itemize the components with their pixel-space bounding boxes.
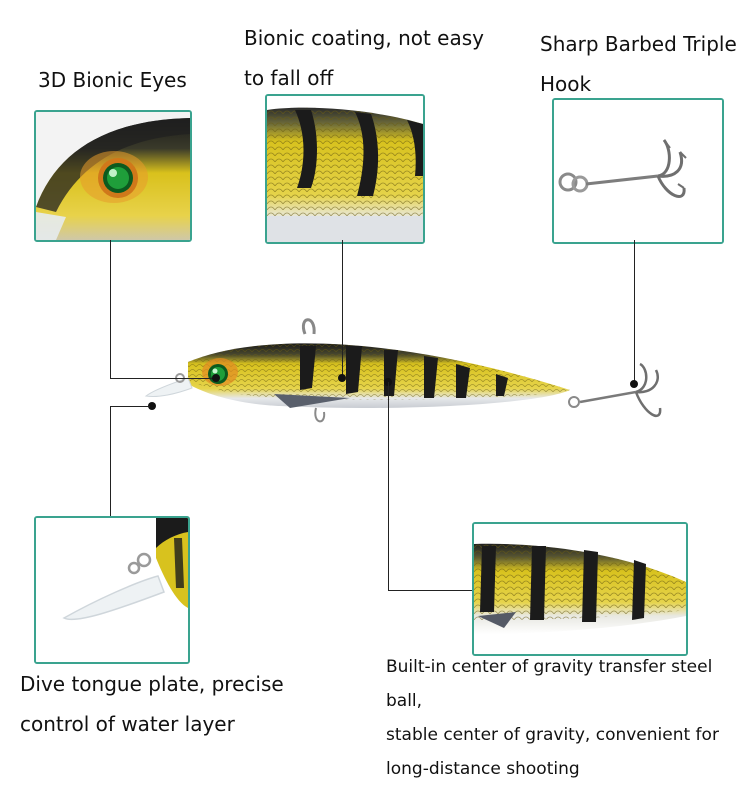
gravity-label-line3: long-distance shooting bbox=[386, 759, 580, 779]
tongue-connector-vertical bbox=[110, 406, 111, 516]
gravity-connector-vertical bbox=[388, 382, 389, 590]
gravity-label-line2: stable center of gravity, convenient for bbox=[386, 725, 719, 745]
coating-connector bbox=[342, 240, 343, 378]
eye-connector-vertical bbox=[110, 240, 111, 378]
coating-connector-dot bbox=[338, 374, 346, 382]
hook-detail-inset bbox=[552, 98, 724, 244]
hook-label-line1: Sharp Barbed Triple bbox=[540, 32, 737, 56]
coating-label-line1: Bionic coating, not easy bbox=[244, 26, 484, 50]
lure-eye-closeup-icon bbox=[36, 112, 190, 240]
eyes-label: 3D Bionic Eyes bbox=[38, 68, 187, 92]
tongue-connector-dot bbox=[148, 402, 156, 410]
tongue-connector-horizontal bbox=[110, 406, 150, 407]
eye-connector-horizontal bbox=[110, 378, 214, 379]
lure-belly-closeup-icon bbox=[474, 524, 686, 654]
lure-body-scales-closeup-icon bbox=[267, 96, 423, 242]
hook-label-line2: Hook bbox=[540, 72, 592, 96]
hook-connector bbox=[634, 240, 635, 384]
gravity-label: Built-in center of gravity transfer stee… bbox=[386, 650, 750, 786]
coating-label-line2: to fall off bbox=[244, 66, 334, 90]
eye-detail-inset bbox=[34, 110, 192, 242]
gravity-label-line1: Built-in center of gravity transfer stee… bbox=[386, 657, 713, 711]
tongue-detail-inset bbox=[34, 516, 190, 664]
gravity-detail-inset bbox=[472, 522, 688, 656]
hook-connector-dot bbox=[630, 380, 638, 388]
hook-label: Sharp Barbed Triple Hook bbox=[540, 24, 737, 104]
diving-lip-closeup-icon bbox=[36, 518, 188, 662]
treble-hook-icon bbox=[554, 100, 722, 242]
eye-connector-dot bbox=[212, 374, 220, 382]
main-lure bbox=[140, 312, 680, 442]
tongue-label: Dive tongue plate, precise control of wa… bbox=[20, 664, 284, 744]
minnow-fishing-lure-icon bbox=[144, 318, 662, 423]
coating-label: Bionic coating, not easy to fall off bbox=[244, 18, 484, 98]
gravity-connector-horizontal bbox=[388, 590, 472, 591]
tongue-label-line1: Dive tongue plate, precise bbox=[20, 672, 284, 696]
coating-detail-inset bbox=[265, 94, 425, 244]
tongue-label-line2: control of water layer bbox=[20, 712, 235, 736]
